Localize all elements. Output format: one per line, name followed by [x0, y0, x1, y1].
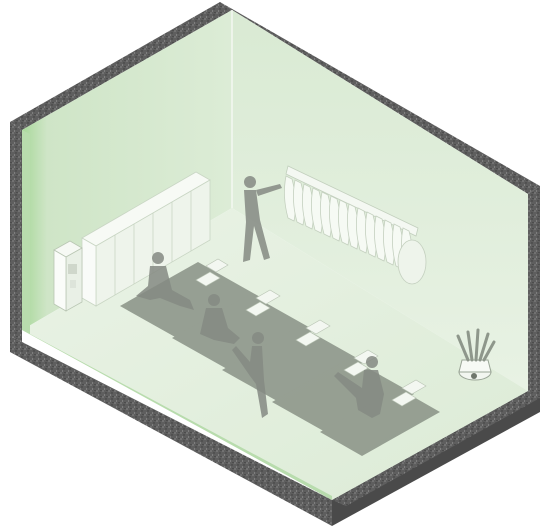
water-dispenser: [54, 241, 82, 311]
